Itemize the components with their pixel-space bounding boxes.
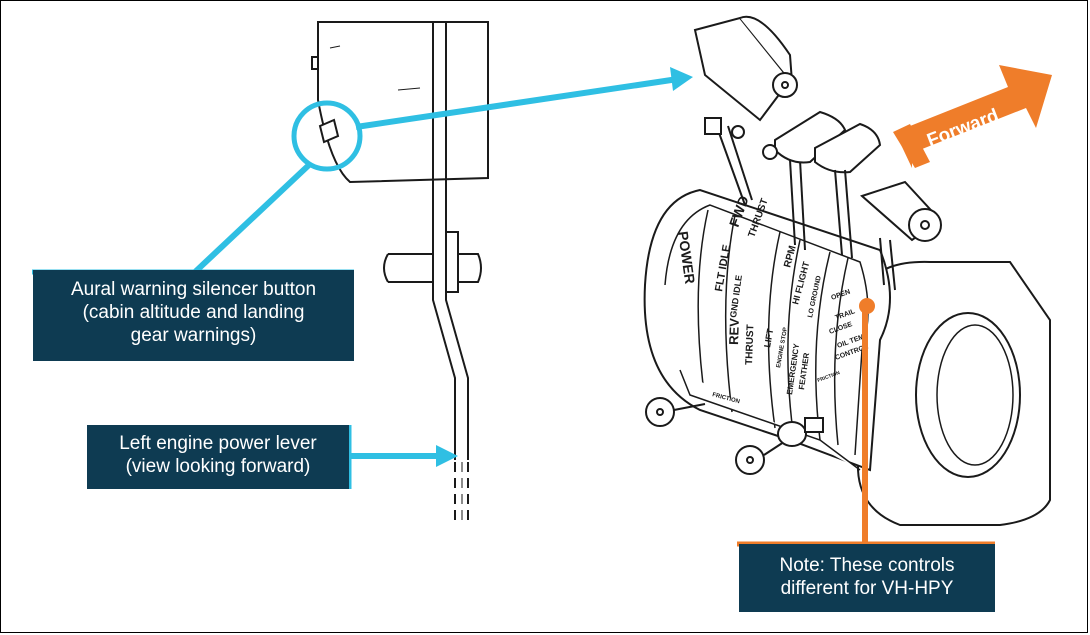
note-callout-line-1: Note: These controls <box>779 555 955 576</box>
aural-callout-line-2: (cabin altitude and landing <box>82 302 305 323</box>
silencer-highlight-circle <box>291 100 363 172</box>
note-callout-line-2: different for VH-HPY <box>780 578 954 599</box>
blue-arrowheads <box>436 67 693 467</box>
left-power-lever <box>383 22 482 520</box>
silencer-button <box>318 118 340 144</box>
pedestal-side-view <box>311 21 489 184</box>
thrust-bottom-label: THRUST <box>744 324 756 365</box>
note-callout: Note: These controls different for VH-HP… <box>739 544 995 612</box>
rev-label: REV <box>726 318 742 346</box>
throttle-quadrant <box>643 15 1051 526</box>
arrowhead-to-lever <box>436 445 458 467</box>
lever-callout-line-1: Left engine power lever <box>119 433 317 454</box>
aural-warning-callout: Aural warning silencer button (cabin alt… <box>33 270 354 361</box>
lift-label: LIFT <box>762 327 775 348</box>
forward-arrow: Forward <box>893 65 1052 168</box>
forward-arrow-shape <box>895 65 1052 168</box>
aural-callout-line-3: gear warnings) <box>130 325 257 346</box>
aural-callout-line-1: Aural warning silencer button <box>70 279 317 300</box>
arrowhead-to-quadrant <box>670 67 693 91</box>
power-label: POWER <box>675 230 698 285</box>
lever-callout-line-2: (view looking forward) <box>125 456 311 477</box>
left-lever-callout: Left engine power lever (view looking fo… <box>87 425 349 489</box>
